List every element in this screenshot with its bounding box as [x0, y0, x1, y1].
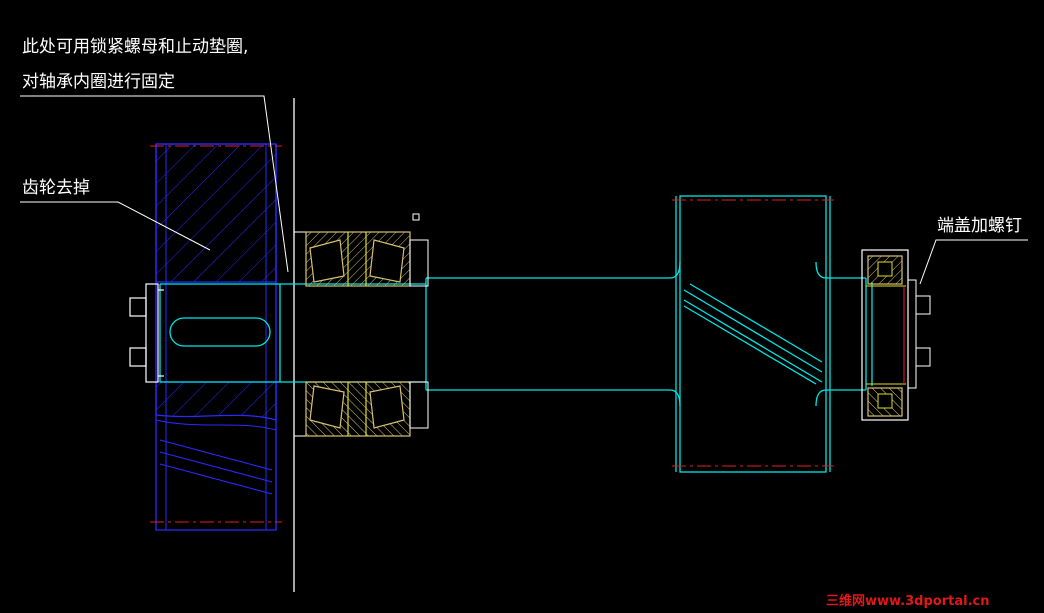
housing-wall [293, 98, 306, 592]
right-bearing [861, 249, 931, 421]
annotation-lock-nut-line2: 对轴承内圈进行固定 [22, 72, 175, 92]
left-end-cap [129, 283, 164, 383]
leader-lines [20, 95, 1028, 285]
drawing-marker [412, 213, 420, 221]
shaft [159, 261, 873, 407]
left-bearing-lower [305, 381, 429, 437]
gear-section [150, 143, 282, 531]
annotation-end-cover: 端盖加螺钉 [937, 216, 1022, 236]
annotation-lock-nut-line1: 此处可用锁紧螺母和止动垫圈, [22, 37, 248, 57]
roller-drum [672, 195, 834, 473]
annotation-gear-removed: 齿轮去掉 [22, 178, 90, 198]
left-bearing-upper [305, 231, 429, 287]
watermark-text: 三维网www.3dportal.cn [826, 593, 989, 609]
